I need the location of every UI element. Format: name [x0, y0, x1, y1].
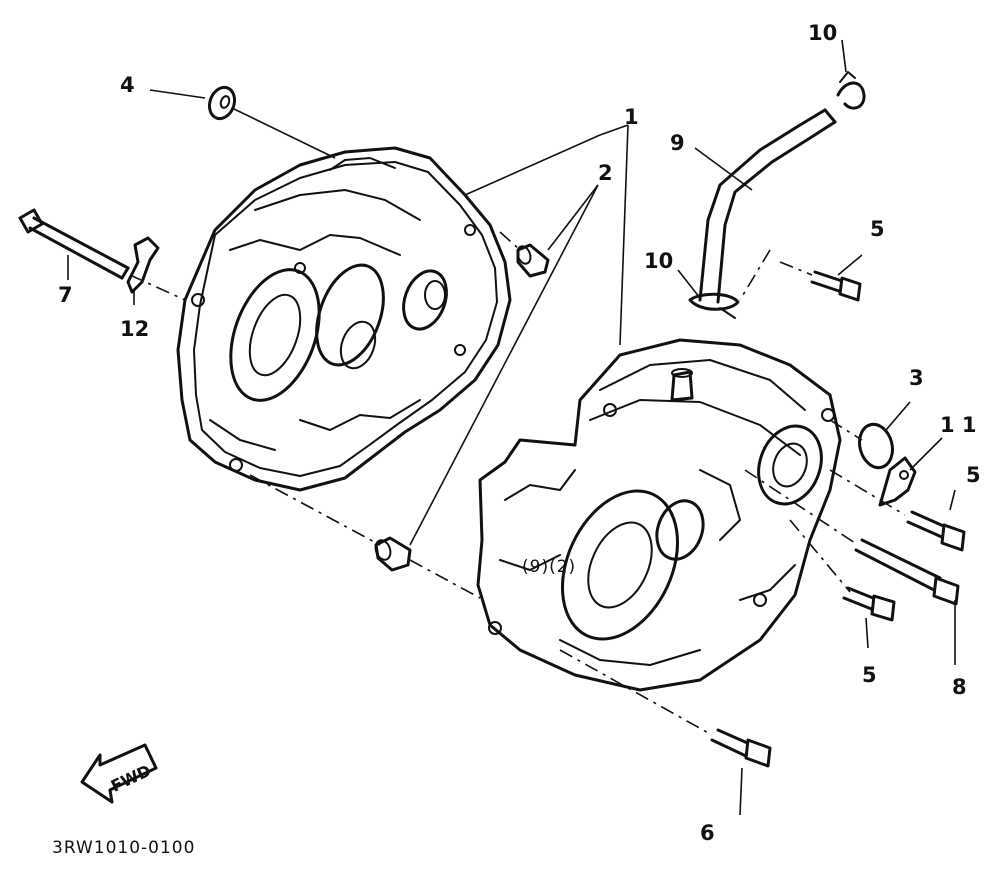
hose-clamp-lower	[688, 292, 740, 319]
callout-9: 9	[670, 131, 685, 155]
hose-clamp-upper	[836, 71, 866, 110]
callout-1: 1	[624, 105, 639, 129]
bolt-part-7	[18, 208, 130, 280]
drawing-code: 3RW1010-0100	[52, 838, 195, 858]
callout-10-lower: 10	[644, 249, 673, 273]
callout-12: 12	[120, 317, 149, 341]
callout-labels: 1 2 3 4 5 5 5 6 7 8 9 10 10 1 1 12	[58, 21, 981, 845]
callout-5-lower: 5	[862, 663, 877, 687]
callout-8: 8	[952, 675, 967, 699]
bolt-part-8	[854, 538, 960, 606]
leader-lines	[67, 39, 956, 816]
breather-hose-part-9	[698, 108, 837, 304]
dowel-pin-upper	[516, 243, 550, 278]
callout-11: 1 1	[940, 413, 977, 437]
casting-mark: (9)(2)	[522, 557, 576, 577]
dowel-pin-lower	[374, 536, 412, 572]
bracket-part-11	[878, 456, 917, 507]
callout-5-upper: 5	[870, 217, 885, 241]
bolt-part-6	[710, 728, 772, 768]
fwd-label: FWD	[108, 761, 154, 796]
bolt-part-5-upper	[810, 270, 862, 302]
callout-7: 7	[58, 283, 73, 307]
callout-3: 3	[909, 366, 924, 390]
washer-part-4	[207, 85, 237, 121]
callout-2: 2	[598, 161, 613, 185]
left-crankcase-half	[176, 146, 512, 492]
assembly-centerlines	[129, 231, 906, 736]
right-crankcase-half: (9)(2)	[476, 338, 842, 692]
callout-4: 4	[120, 73, 135, 97]
callout-5-mid: 5	[966, 463, 981, 487]
clip-part-12	[126, 236, 160, 294]
washer-part-3	[858, 422, 894, 470]
forward-direction-arrow: FWD	[80, 743, 158, 804]
callout-6: 6	[700, 821, 715, 845]
callout-10-upper: 10	[808, 21, 837, 45]
bolt-part-5-mid	[906, 510, 966, 552]
bolt-part-5-lower	[842, 586, 896, 622]
